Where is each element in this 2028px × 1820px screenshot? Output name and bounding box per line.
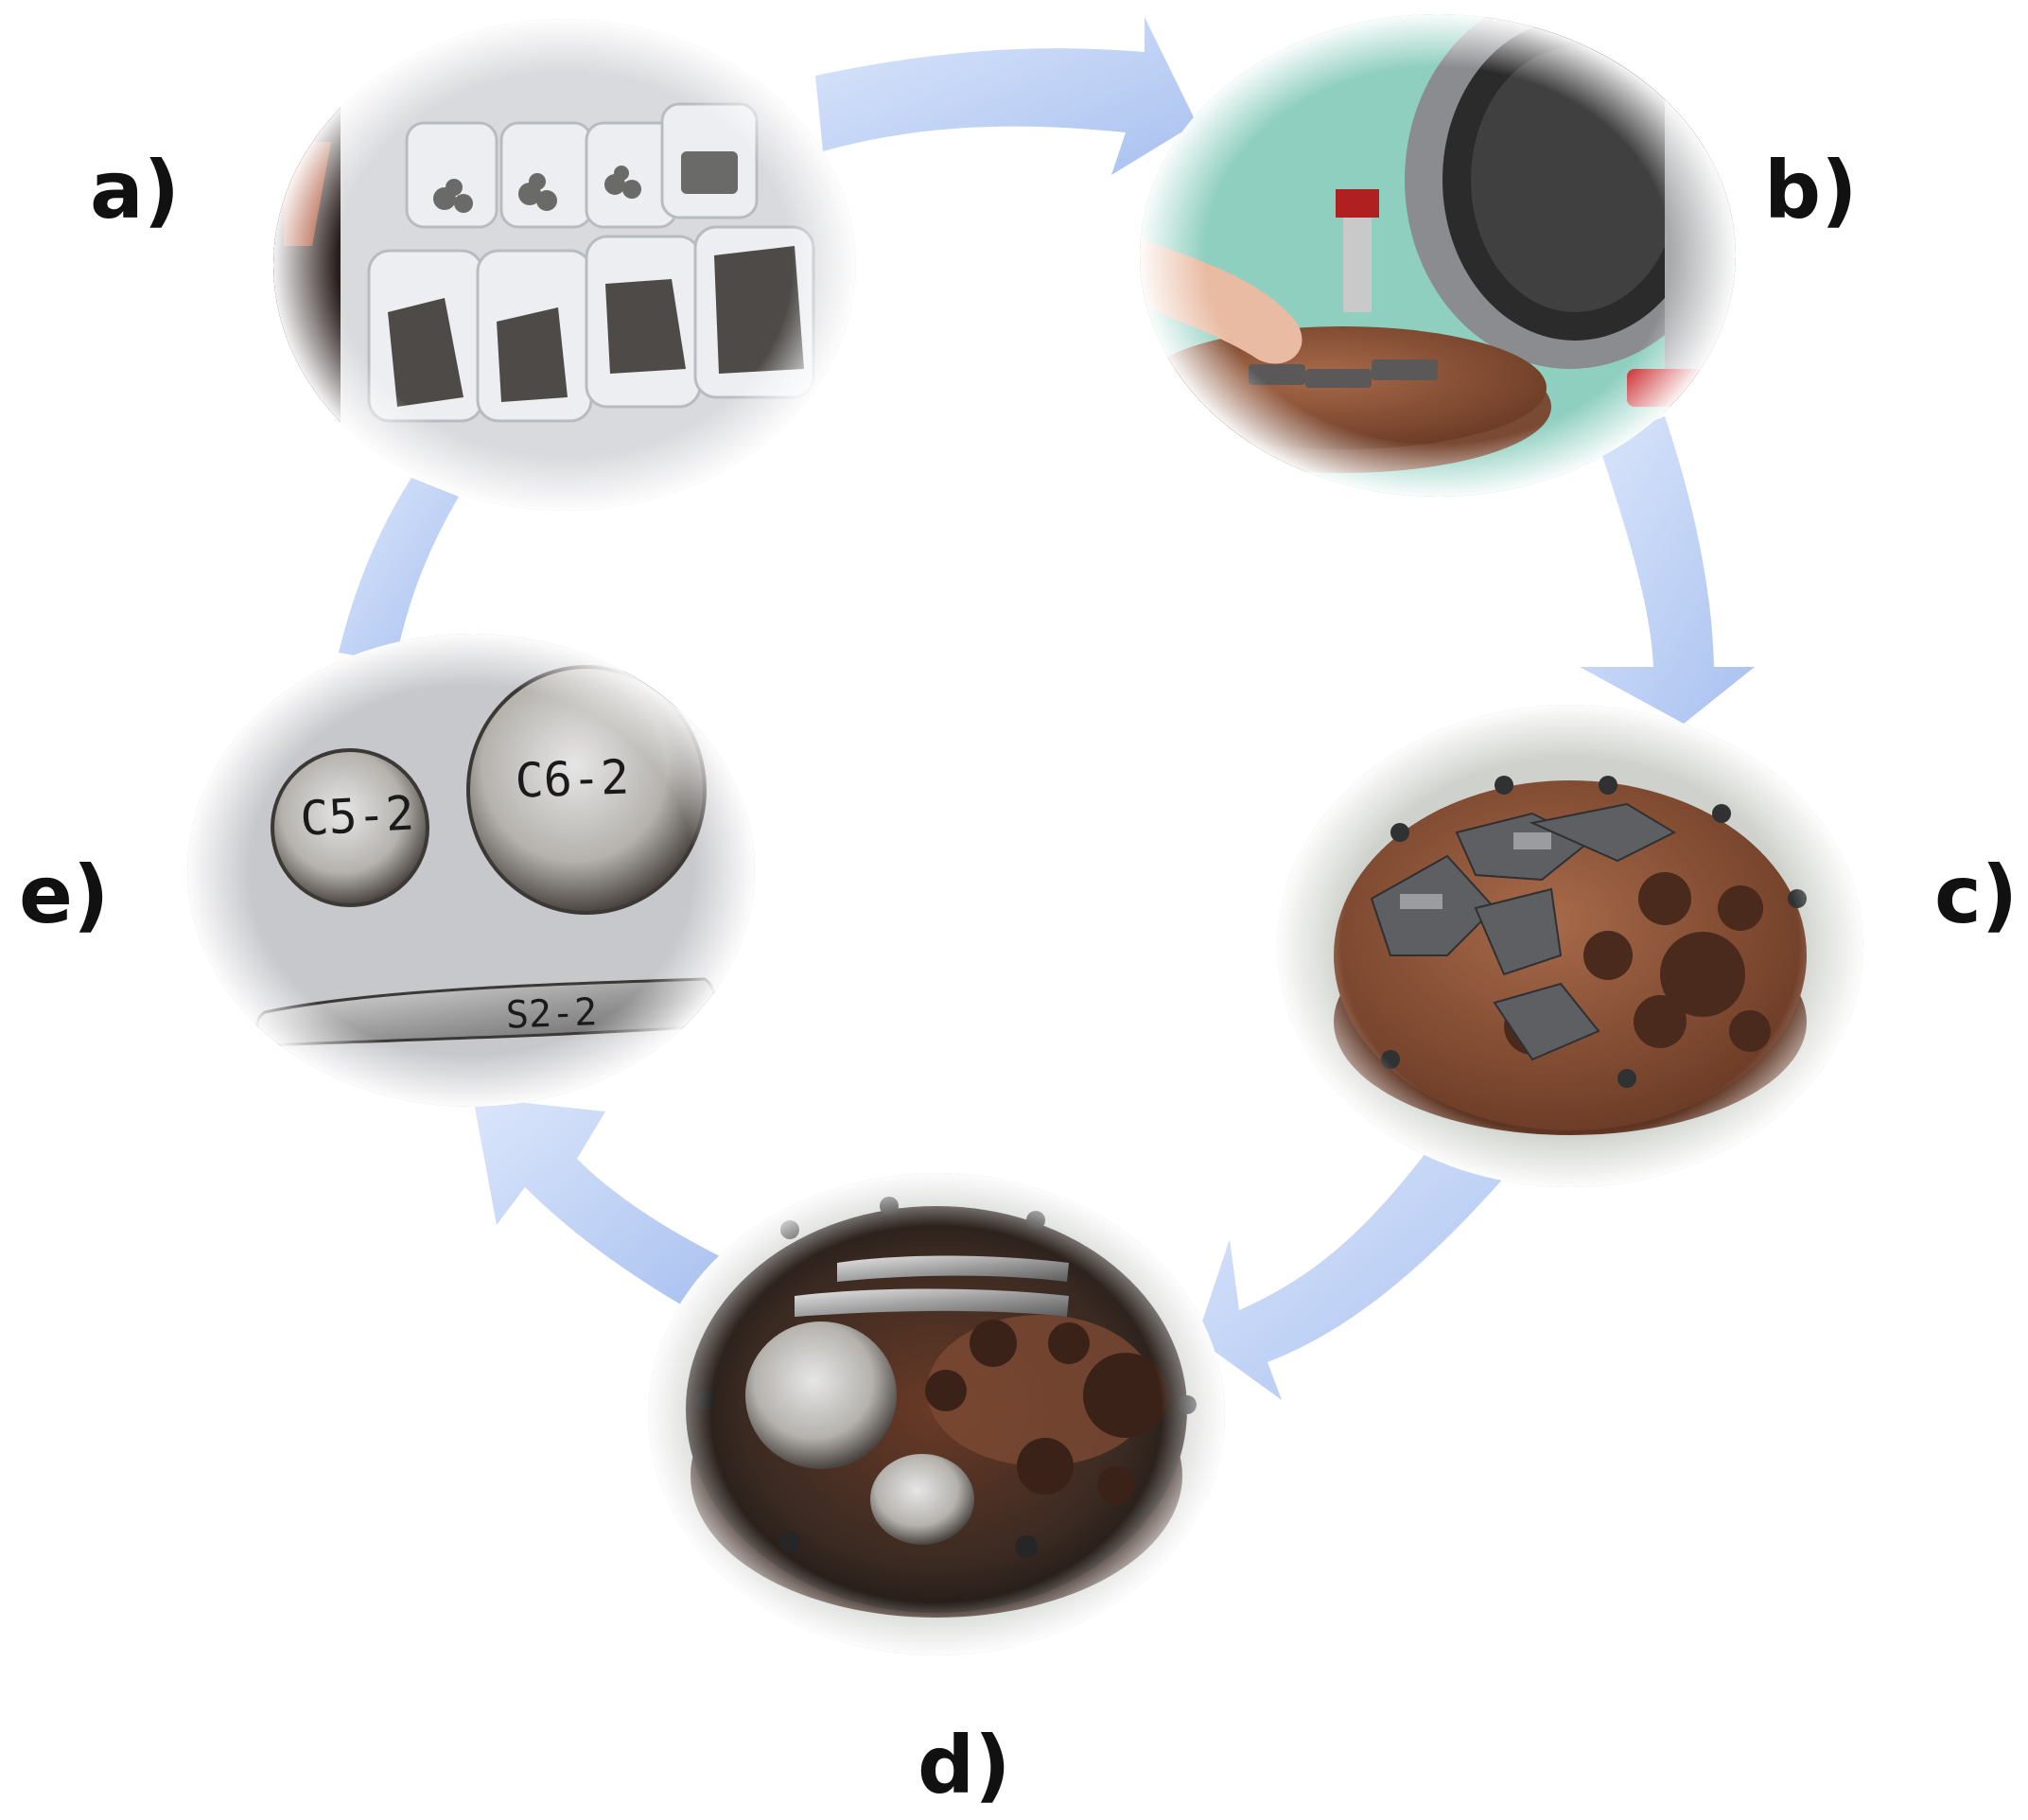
arrow-e-to-a [339,478,459,662]
arrows-group [339,17,1755,1400]
photo-e [187,634,755,1107]
step-label-e: e) [19,849,109,941]
photo-c [1277,705,1863,1187]
sample-label-s2-2: S2-2 [505,990,598,1037]
arrow-d-to-e [473,1097,724,1310]
arrow-a-to-b [815,17,1197,175]
photo-a [273,19,856,511]
sample-label-c5-2: C5-2 [299,785,415,846]
step-label-b: b) [1764,144,1858,236]
arrow-c-to-d [1197,1149,1504,1400]
step-label-a: a) [90,144,180,236]
step-label-c: c) [1934,849,2018,941]
step-label-d: d) [918,1719,1011,1811]
photo-b [1140,14,1736,497]
photo-d [648,1173,1225,1655]
sample-label-c6-2: C6-2 [515,749,630,808]
arrow-b-to-c [1580,416,1755,724]
